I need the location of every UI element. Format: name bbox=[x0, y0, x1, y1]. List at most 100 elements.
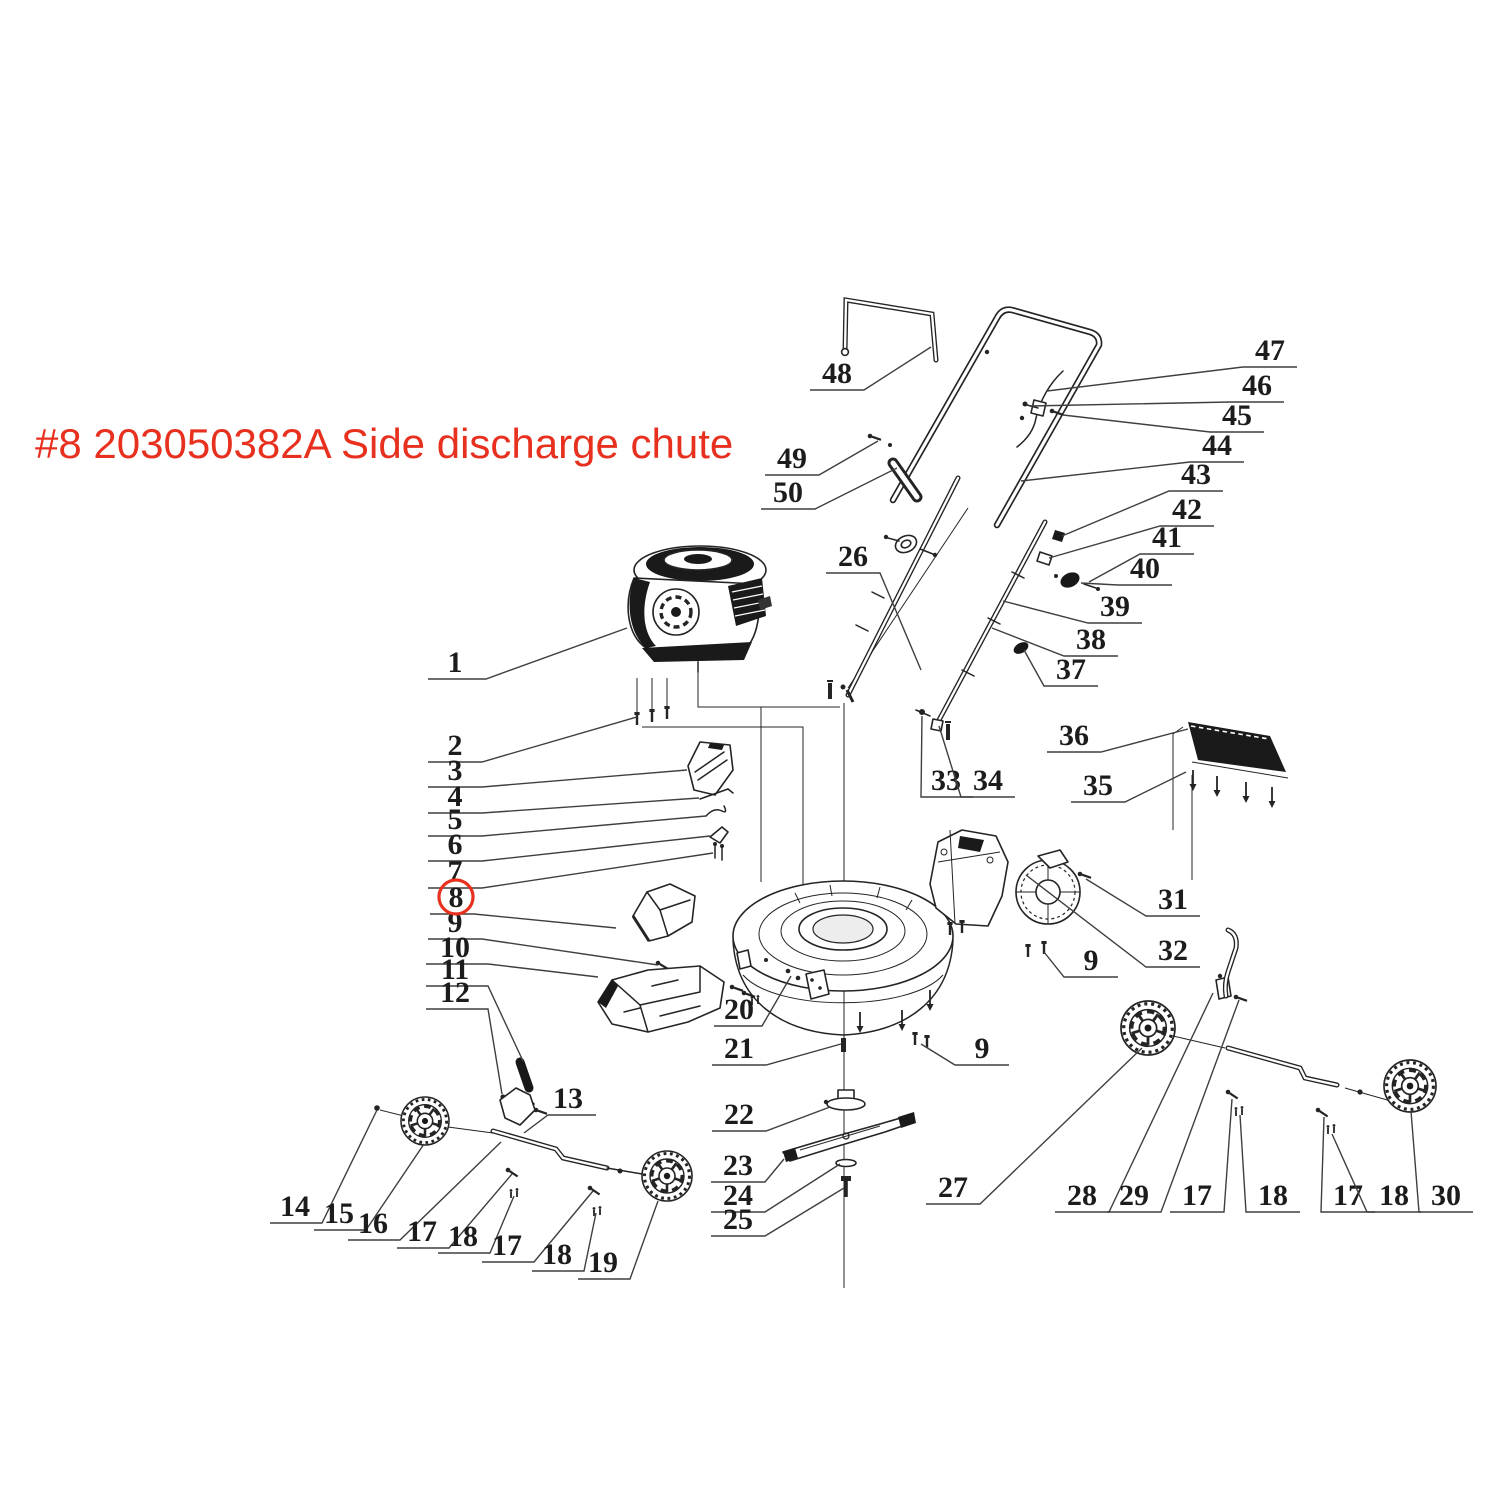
front-axle bbox=[374, 1087, 643, 1217]
rear-axle bbox=[1159, 973, 1399, 1135]
callout-number-49: 49 bbox=[777, 442, 807, 475]
side-discharge-chute bbox=[631, 883, 696, 942]
callout-number-27: 27 bbox=[938, 1171, 968, 1204]
callout-number-45: 45 bbox=[1222, 399, 1252, 432]
callout-number-36: 36 bbox=[1059, 719, 1089, 752]
leader-line-9 bbox=[428, 938, 659, 966]
leader-line-2 bbox=[428, 716, 638, 763]
leader-line-43 bbox=[1061, 490, 1223, 537]
mulch-cover bbox=[597, 965, 761, 1033]
leader-line-40 bbox=[1080, 582, 1172, 586]
leader-line-19 bbox=[578, 1200, 659, 1280]
callout-number-4: 4 bbox=[448, 780, 463, 813]
callout-number-18: 18 bbox=[1258, 1179, 1288, 1212]
lower-handle bbox=[827, 475, 1100, 740]
leader-line-25 bbox=[711, 1187, 845, 1237]
engine-mount-bolts bbox=[633, 678, 671, 727]
highlight-circle bbox=[437, 878, 475, 916]
leader-line-45 bbox=[1062, 414, 1264, 433]
callout-number-14: 14 bbox=[280, 1190, 310, 1223]
rear-housing bbox=[929, 829, 1093, 937]
leader-line-35 bbox=[1071, 771, 1187, 803]
leader-line-24 bbox=[711, 1163, 841, 1213]
callout-number-32: 32 bbox=[1158, 934, 1188, 967]
leader-line-14 bbox=[270, 1109, 378, 1224]
callout-number-43: 43 bbox=[1181, 458, 1211, 491]
leader-line-11 bbox=[426, 985, 524, 1062]
callout-number-15: 15 bbox=[324, 1197, 354, 1230]
callout-number-9: 9 bbox=[1084, 944, 1099, 977]
leader-line-34 bbox=[938, 725, 1015, 798]
callout-number-6: 6 bbox=[448, 828, 463, 861]
callout-number-8: 8 bbox=[449, 881, 464, 914]
leader-line-26 bbox=[826, 572, 922, 671]
callout-number-24: 24 bbox=[723, 1179, 753, 1212]
blade-assembly bbox=[782, 1038, 916, 1197]
leader-line-18 bbox=[532, 1212, 597, 1272]
callout-number-9: 9 bbox=[975, 1032, 990, 1065]
leader-line-44 bbox=[1020, 461, 1244, 482]
rear-flap bbox=[1172, 722, 1289, 999]
callout-number-18: 18 bbox=[1379, 1179, 1409, 1212]
leader-line-29 bbox=[1107, 999, 1240, 1213]
leader-line-4 bbox=[428, 797, 700, 814]
leader-line-21 bbox=[712, 1043, 842, 1066]
leader-line-33 bbox=[920, 715, 973, 798]
callout-number-48: 48 bbox=[822, 357, 852, 390]
leader-line-37 bbox=[1023, 649, 1098, 687]
mower-deck bbox=[732, 880, 1048, 1050]
callout-number-12: 12 bbox=[440, 976, 470, 1009]
callout-number-11: 11 bbox=[441, 953, 469, 986]
leader-line-41 bbox=[1088, 553, 1194, 583]
callout-number-34: 34 bbox=[973, 764, 1003, 797]
leader-line-8 bbox=[430, 913, 617, 929]
callout-number-17: 17 bbox=[492, 1229, 522, 1262]
leader-line-47 bbox=[1046, 366, 1297, 392]
callout-number-26: 26 bbox=[838, 540, 868, 573]
leader-line-17 bbox=[1170, 1098, 1233, 1213]
callout-number-30: 30 bbox=[1431, 1179, 1461, 1212]
leader-line-16 bbox=[348, 1141, 502, 1241]
callout-number-28: 28 bbox=[1067, 1179, 1097, 1212]
leader-line-22 bbox=[712, 1106, 831, 1132]
leader-line-27 bbox=[926, 1047, 1143, 1205]
annotation-title: #8 203050382A Side discharge chute bbox=[35, 420, 733, 467]
callout-number-17: 17 bbox=[1182, 1179, 1212, 1212]
callout-number-2: 2 bbox=[448, 729, 463, 762]
callout-number-39: 39 bbox=[1100, 590, 1130, 623]
leader-line-1 bbox=[428, 627, 628, 680]
leader-line-3 bbox=[428, 769, 688, 788]
callout-number-21: 21 bbox=[724, 1032, 754, 1065]
leader-line-17 bbox=[397, 1173, 513, 1249]
leader-line-30 bbox=[1410, 1110, 1473, 1213]
callout-number-47: 47 bbox=[1255, 334, 1285, 367]
callout-number-25: 25 bbox=[723, 1203, 753, 1236]
callout-number-29: 29 bbox=[1119, 1179, 1149, 1212]
callout-number-17: 17 bbox=[1333, 1179, 1363, 1212]
leader-line-18 bbox=[1331, 1133, 1421, 1213]
leader-line-39 bbox=[1002, 600, 1142, 624]
callout-number-50: 50 bbox=[773, 476, 803, 509]
callout-number-13: 13 bbox=[553, 1082, 583, 1115]
callout-number-20: 20 bbox=[724, 993, 754, 1026]
callout-number-37: 37 bbox=[1056, 653, 1086, 686]
callout-number-35: 35 bbox=[1083, 769, 1113, 802]
rear-right-wheel bbox=[1384, 1060, 1436, 1112]
front-right-wheel bbox=[640, 1149, 694, 1203]
callout-number-31: 31 bbox=[1158, 883, 1188, 916]
leader-line-17 bbox=[1320, 1116, 1375, 1213]
callout-number-19: 19 bbox=[588, 1246, 618, 1279]
engine bbox=[627, 545, 772, 673]
leader-line-20 bbox=[714, 975, 792, 1027]
callout-number-5: 5 bbox=[448, 803, 463, 836]
leader-line-50 bbox=[761, 467, 898, 510]
callout-number-10: 10 bbox=[440, 931, 470, 964]
rear-left-wheel bbox=[1121, 1001, 1175, 1055]
callout-number-16: 16 bbox=[358, 1207, 388, 1240]
leader-line-10 bbox=[426, 963, 599, 978]
callout-number-18: 18 bbox=[542, 1238, 572, 1271]
callout-number-3: 3 bbox=[448, 754, 463, 787]
small-parts-3-4-5-6-7 bbox=[687, 741, 734, 861]
leader-line-12 bbox=[426, 1008, 503, 1095]
